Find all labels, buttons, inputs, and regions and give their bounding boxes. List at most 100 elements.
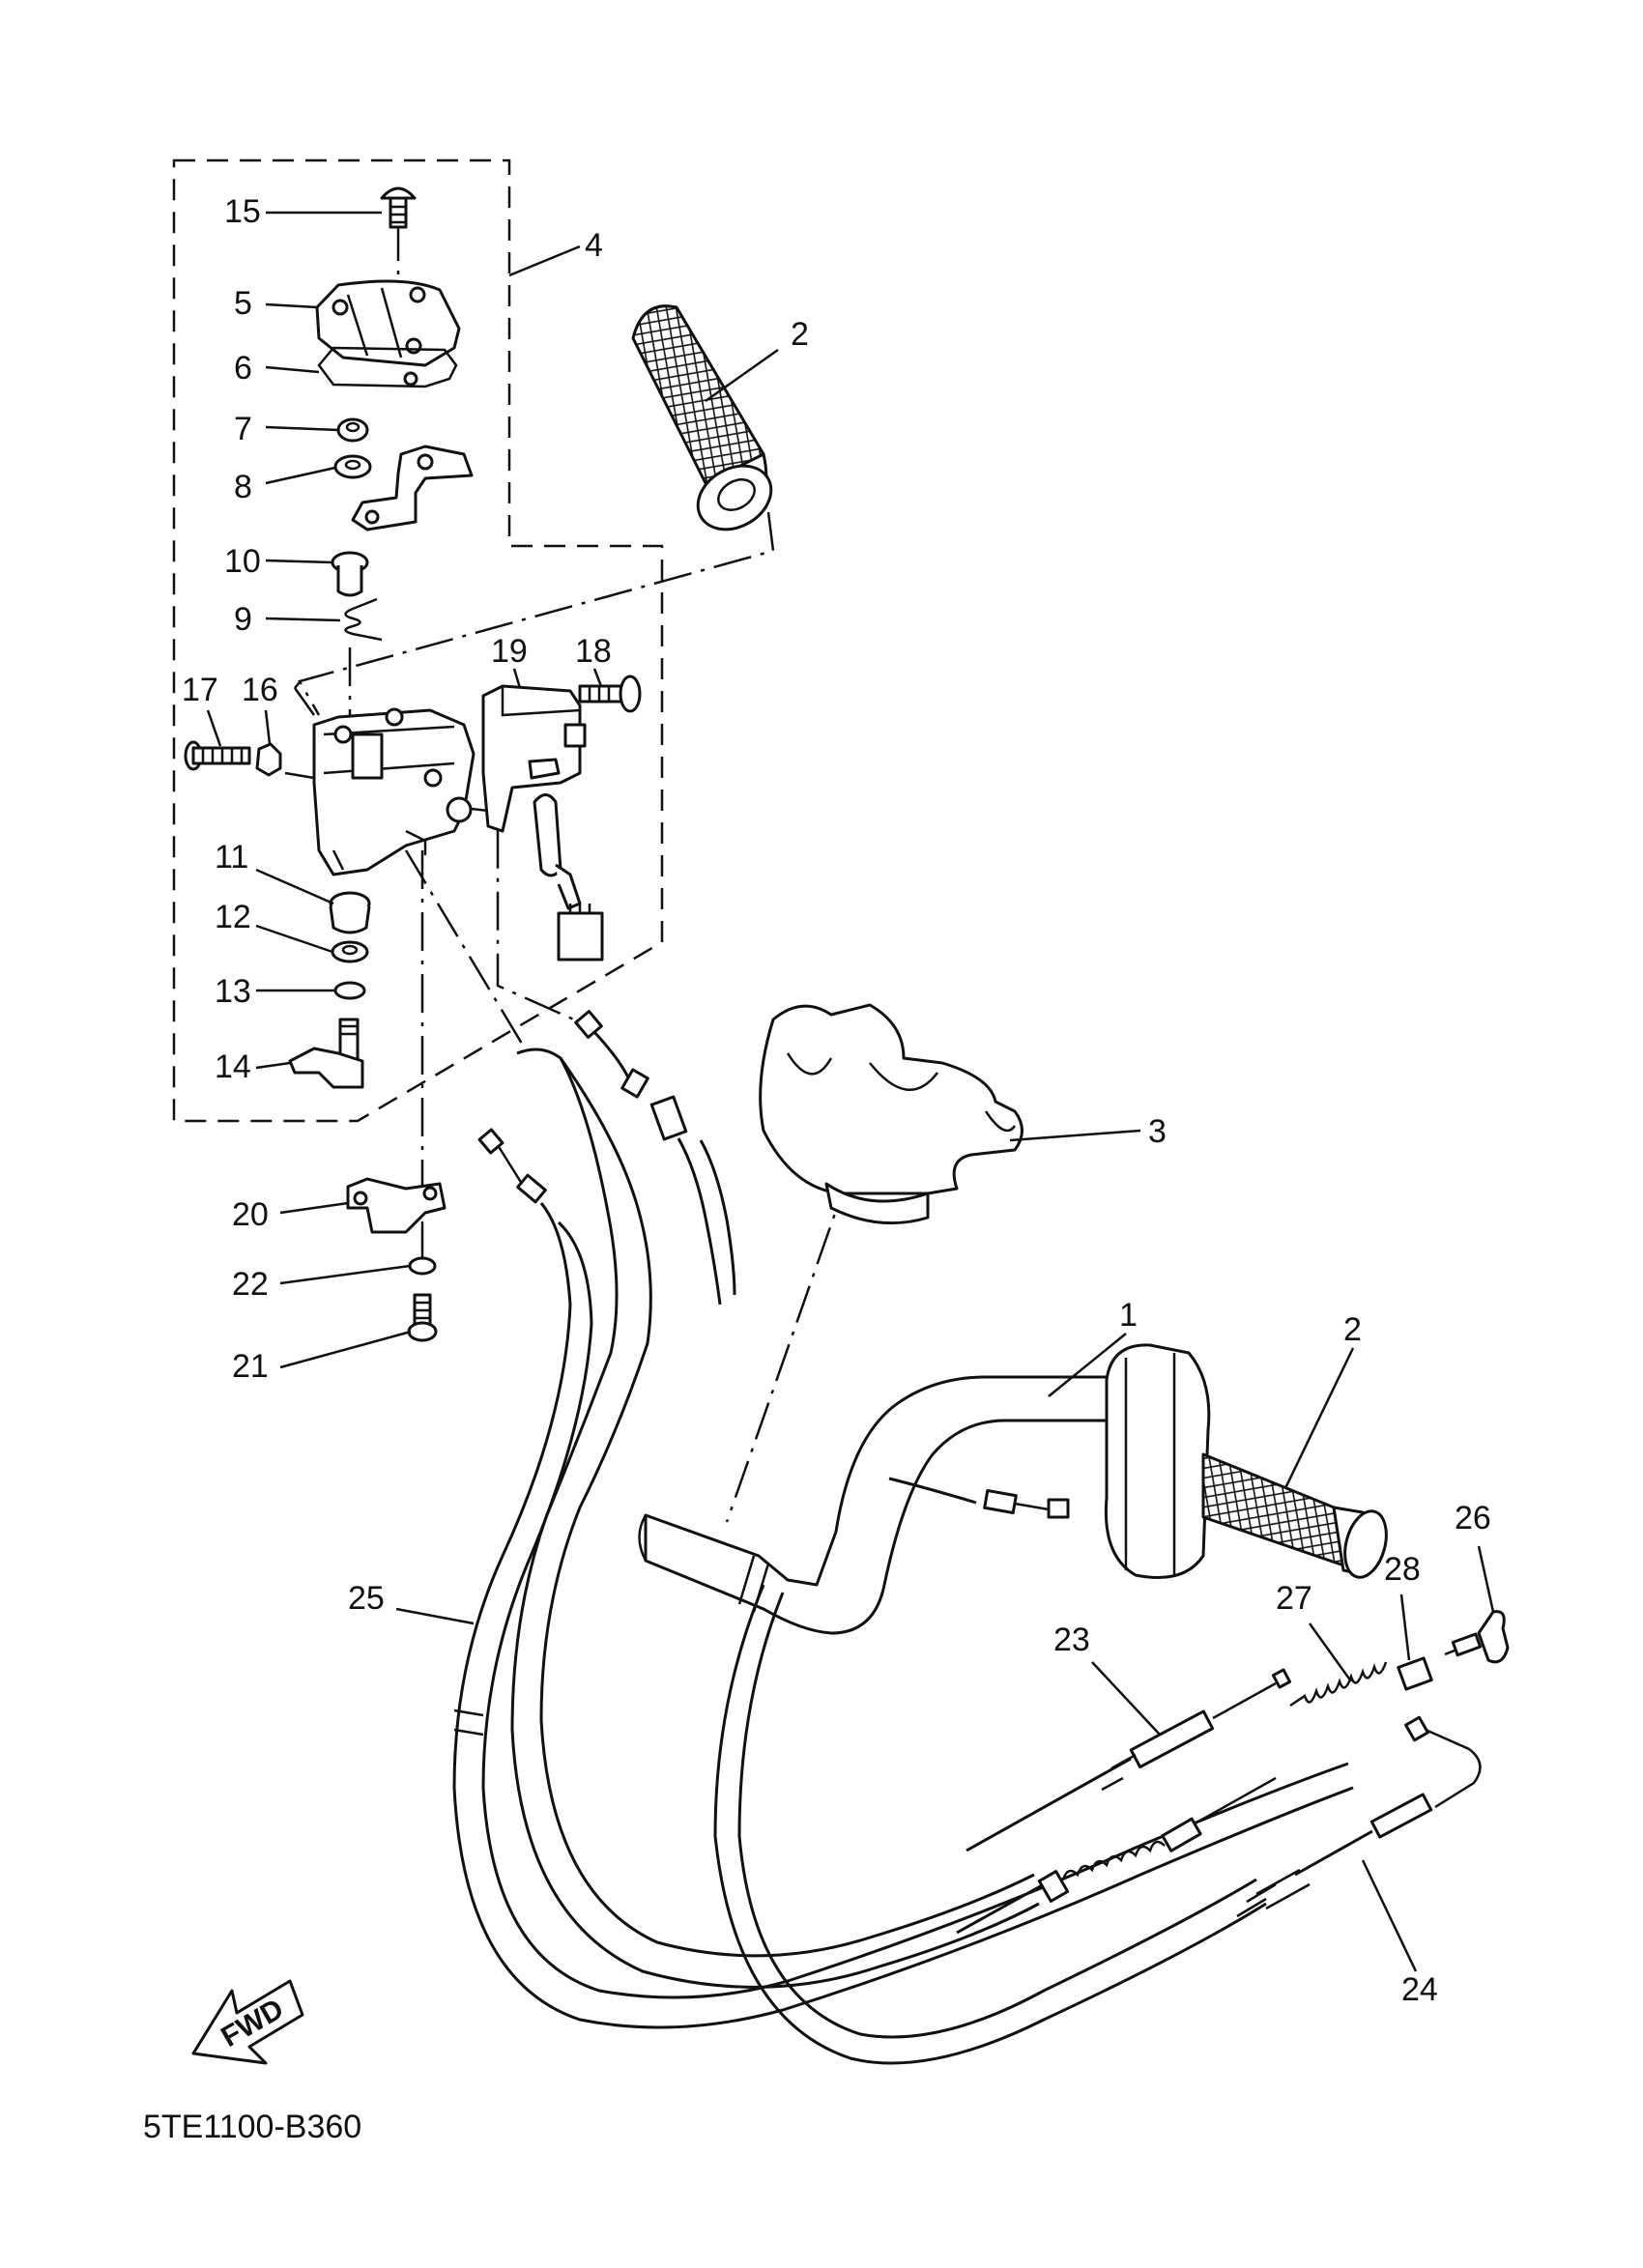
callout-1: 1 xyxy=(1119,1297,1138,1334)
leader-14 xyxy=(255,1061,291,1070)
callout-26: 26 xyxy=(1455,1500,1491,1536)
callout-17: 17 xyxy=(182,672,218,708)
callout-11: 11 xyxy=(215,839,248,876)
chain-line-19-cable xyxy=(453,805,586,1026)
part-20-clamp xyxy=(346,1177,447,1234)
callout-28: 28 xyxy=(1384,1551,1421,1588)
part-25-cable xyxy=(452,1128,1354,2029)
chain-line-grip xyxy=(298,511,775,716)
leader-23 xyxy=(1091,1661,1161,1736)
part-22-washer xyxy=(408,1256,437,1276)
part-switch-housing xyxy=(312,707,476,876)
leader-7 xyxy=(265,425,339,432)
part-14-lever-shaft xyxy=(288,1018,364,1089)
part-15-screw xyxy=(380,187,417,229)
callout-27: 27 xyxy=(1276,1580,1312,1617)
leader-8 xyxy=(265,466,336,485)
part-21-screw xyxy=(407,1293,438,1342)
leader-9 xyxy=(265,617,341,622)
callout-4: 4 xyxy=(585,227,603,264)
leader-housing-b xyxy=(294,681,301,689)
leader-22 xyxy=(279,1264,411,1285)
leader-17 xyxy=(206,709,222,747)
part-27-cable-mid xyxy=(956,1776,1277,1935)
part-13-oring xyxy=(333,981,366,1000)
part-2-grip-top xyxy=(631,304,773,531)
callout-15: 15 xyxy=(224,193,261,230)
part-5-cover xyxy=(315,279,461,367)
part-1-handlebar xyxy=(638,1375,1171,1635)
part-17-bolt xyxy=(184,740,251,771)
callout-21: 21 xyxy=(232,1348,269,1385)
callout-22: 22 xyxy=(232,1266,269,1303)
part-3-guard xyxy=(759,1003,1023,1225)
main-loop-cable xyxy=(510,1048,1040,1989)
part-2-grip-bottom xyxy=(1201,1452,1388,1579)
callout-16: 16 xyxy=(242,672,278,708)
leader-24 xyxy=(1361,1859,1418,1972)
part-8-washer-plate xyxy=(333,445,474,531)
callout-19: 19 xyxy=(491,633,528,670)
leader-19 xyxy=(512,668,522,689)
part-28-nut xyxy=(1397,1656,1433,1691)
leader-1 xyxy=(1048,1333,1127,1397)
callout-12: 12 xyxy=(215,899,251,935)
leader-20 xyxy=(279,1201,349,1215)
leader-28 xyxy=(1399,1593,1411,1661)
leader-12 xyxy=(255,924,333,954)
part-18-screw xyxy=(578,675,642,713)
callout-13: 13 xyxy=(215,973,251,1010)
part-27-spring xyxy=(1289,1661,1388,1708)
leader-3 xyxy=(1009,1129,1141,1142)
part-10-collar xyxy=(331,551,369,597)
switch-cable xyxy=(574,1010,736,1306)
callout-20: 20 xyxy=(232,1196,269,1233)
fwd-arrow-icon: FWD xyxy=(191,1979,304,2065)
callout-6: 6 xyxy=(234,350,252,387)
part-23-cable xyxy=(966,1668,1292,1852)
leader-26 xyxy=(1477,1545,1495,1613)
leader-5 xyxy=(265,302,318,309)
assembly-boundary xyxy=(172,158,664,1123)
part-11-bushing xyxy=(329,891,371,934)
callout-10: 10 xyxy=(224,543,261,580)
leader-21 xyxy=(279,1330,412,1369)
callout-2-bottom: 2 xyxy=(1343,1311,1362,1348)
right-loop-cable xyxy=(713,1584,1311,2065)
callout-18: 18 xyxy=(575,633,612,670)
callout-7: 7 xyxy=(234,411,252,447)
part-26-wing-bolt xyxy=(1444,1610,1510,1664)
part-6-gasket xyxy=(317,346,458,388)
leader-2-top xyxy=(705,348,779,403)
throttle-cable-stub xyxy=(888,1477,1070,1519)
callout-24: 24 xyxy=(1401,1971,1438,2008)
diagram-reference-code: 5TE1100-B360 xyxy=(143,2109,361,2145)
part-9-spring xyxy=(344,597,383,642)
leader-27 xyxy=(1308,1622,1353,1682)
part-7-nut xyxy=(336,417,369,443)
leader-18 xyxy=(592,668,603,687)
leader-4 xyxy=(508,244,581,277)
leader-11 xyxy=(255,868,334,905)
callout-23: 23 xyxy=(1053,1622,1090,1658)
callout-8: 8 xyxy=(234,469,252,505)
callout-2-top: 2 xyxy=(791,316,809,353)
leader-housing-c xyxy=(284,771,315,780)
leader-6 xyxy=(265,365,320,374)
chain-line-guard xyxy=(725,1168,852,1523)
callout-14-visible: 14 xyxy=(215,1048,251,1085)
part-12-washer xyxy=(331,940,369,963)
part-throttle-housing xyxy=(1104,1343,1211,1579)
leader-2-bottom xyxy=(1283,1347,1355,1489)
leader-25 xyxy=(395,1607,475,1625)
part-16-nut xyxy=(255,742,282,777)
part-24-cable xyxy=(1236,1715,1482,1918)
part-19-switch xyxy=(481,684,604,962)
leader-housing xyxy=(293,687,316,716)
callout-25: 25 xyxy=(348,1580,385,1617)
leader-10 xyxy=(265,559,333,564)
callout-5: 5 xyxy=(234,285,252,322)
chain-line-to-cable xyxy=(404,849,524,1045)
leader-16 xyxy=(264,709,272,745)
